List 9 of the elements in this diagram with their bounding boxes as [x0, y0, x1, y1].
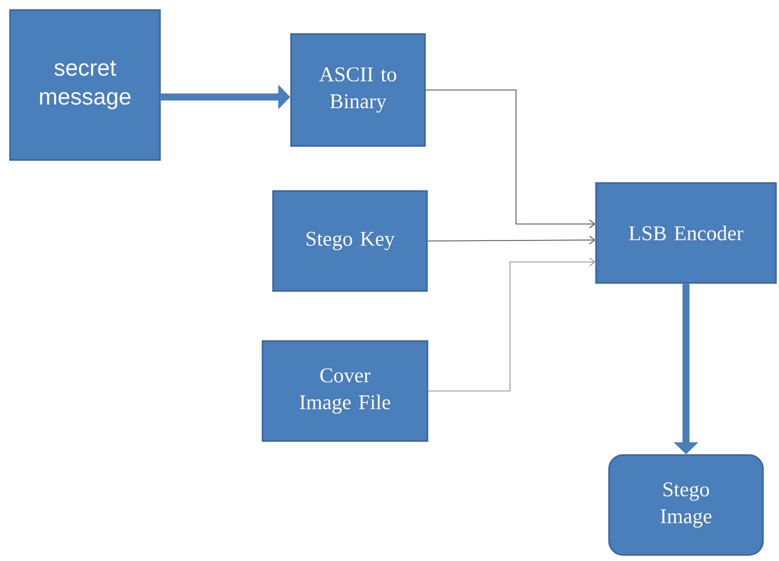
process-box: secret message [9, 9, 161, 161]
arrow [427, 236, 596, 244]
arrow [428, 258, 596, 392]
process-box: LSB Encoder [595, 182, 777, 284]
process-box: Cover Image File [262, 340, 428, 442]
process-box: ASCII to Binary [290, 33, 426, 147]
process-box: Stego Key [272, 190, 428, 292]
rounded-box: Stego Image [608, 454, 764, 556]
arrow [425, 90, 596, 228]
